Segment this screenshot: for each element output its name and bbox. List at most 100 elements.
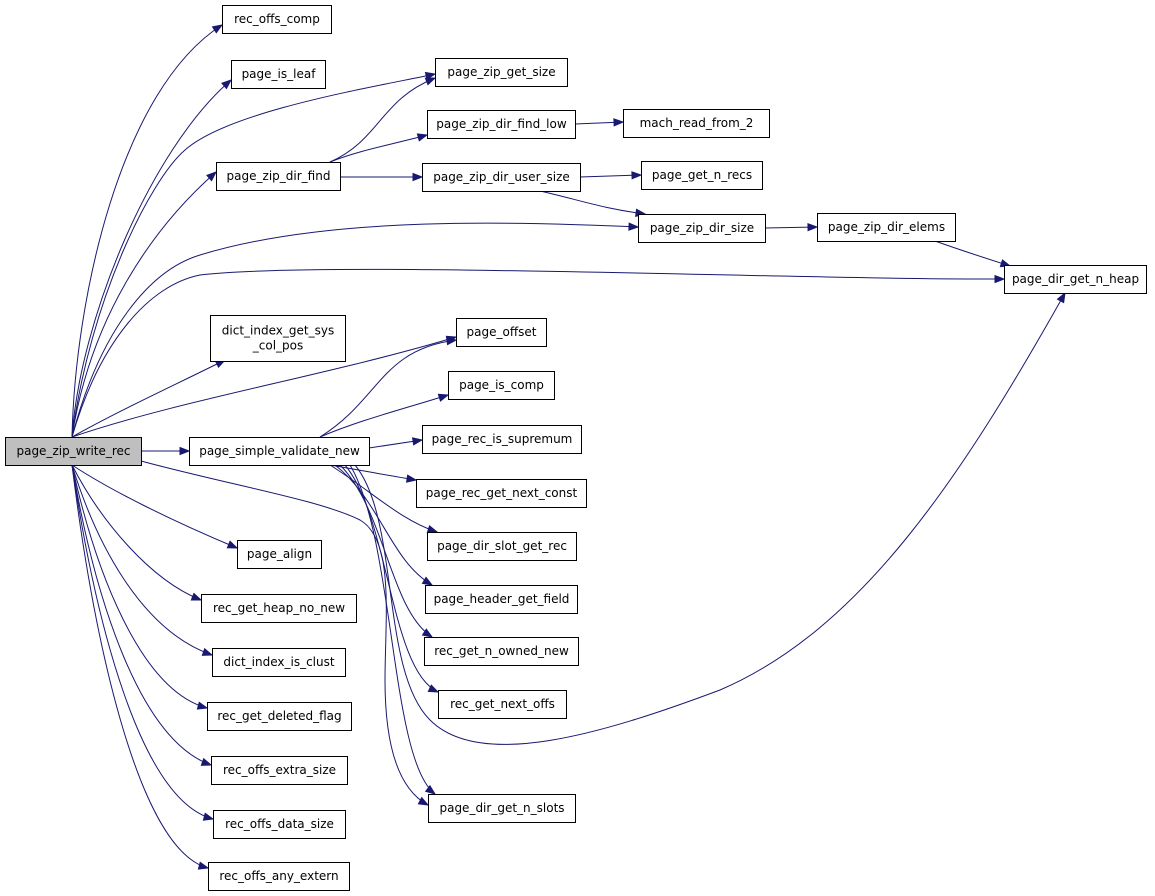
edge-root-n5 [141, 446, 191, 456]
node-label: page_zip_dir_find_low [436, 117, 567, 131]
node-label: page_rec_get_next_const [426, 486, 578, 500]
arrowhead-icon [421, 576, 434, 586]
edge-root-n16 [71, 222, 640, 438]
function-node[interactable]: page_dir_slot_get_rec [427, 532, 577, 561]
function-node[interactable]: rec_get_next_offs [438, 690, 567, 719]
arrowhead-icon [179, 446, 191, 456]
function-node[interactable]: page_header_get_field [425, 585, 578, 614]
edge-root-n3 [71, 171, 218, 438]
node-label: page_rec_is_supremum [432, 432, 573, 446]
edge-n5-n22 [334, 464, 434, 586]
edge-root-n4 [71, 359, 227, 438]
arrowhead-icon [201, 647, 214, 656]
arrowhead-icon [424, 77, 437, 86]
edge-n15-n27 [579, 171, 643, 180]
node-label: page_is_comp [459, 378, 544, 392]
function-node[interactable]: page_dir_get_n_slots [428, 794, 576, 823]
arrowhead-icon [197, 861, 210, 870]
function-node[interactable]: rec_offs_extra_size [211, 756, 348, 785]
node-label: rec_offs_any_extern [219, 869, 338, 883]
function-node[interactable]: rec_get_deleted_flag [207, 702, 352, 731]
edge-root-n9 [71, 464, 209, 710]
nodes-layer: page_zip_write_rec rec_offs_comp page_is_l… [5, 5, 1147, 891]
node-label: dict_index_get_sys [222, 324, 334, 338]
arrowhead-icon [411, 437, 424, 446]
function-node[interactable]: rec_offs_any_extern [208, 862, 350, 891]
arrowhead-icon [421, 628, 434, 638]
edge-n5-n20 [329, 464, 418, 483]
arrowhead-icon [446, 337, 458, 346]
node-label: rec_offs_extra_size [223, 763, 336, 777]
function-node[interactable]: mach_read_from_2 [623, 109, 770, 138]
function-node[interactable]: dict_index_is_clust [212, 648, 346, 677]
edge-root-n8 [71, 464, 214, 656]
edge-n14-n26 [574, 118, 625, 127]
function-node[interactable]: rec_get_n_owned_new [424, 637, 579, 666]
arrowhead-icon [196, 701, 209, 710]
node-label: page_zip_write_rec [16, 444, 130, 458]
node-label: rec_offs_data_size [225, 817, 334, 831]
function-node[interactable]: page_is_comp [448, 371, 555, 400]
node-label: page_zip_dir_elems [828, 220, 945, 234]
edge-root-n1 [71, 24, 224, 438]
function-node[interactable]: page_zip_dir_elems [817, 213, 956, 242]
node-label: rec_get_next_offs [450, 697, 555, 711]
node-label: page_simple_validate_new [199, 444, 360, 458]
function-node[interactable]: page_zip_dir_find [216, 162, 341, 191]
edge-root-n7 [71, 464, 203, 601]
arrowhead-icon [416, 133, 429, 142]
function-node[interactable]: page_zip_dir_size [638, 214, 766, 243]
arrowhead-icon [221, 79, 233, 90]
function-node[interactable]: page_is_leaf [231, 60, 326, 89]
function-node[interactable]: rec_offs_comp [222, 5, 332, 34]
function-node[interactable]: rec_offs_data_size [213, 810, 346, 839]
edge-n5-n18 [319, 393, 450, 438]
function-node[interactable]: page_align [237, 540, 322, 569]
function-node[interactable]: page_rec_is_supremum [422, 425, 582, 454]
function-node[interactable]: page_rec_get_next_const [416, 479, 587, 508]
edge-n3-n15 [340, 172, 424, 182]
node-label: mach_read_from_2 [640, 116, 754, 130]
edge-n28-n29 [934, 240, 1012, 268]
arrowhead-icon [412, 172, 424, 182]
node-label: page_zip_dir_size [650, 221, 754, 235]
edge-root-n29 [71, 268, 1006, 438]
function-node[interactable]: page_offset [456, 318, 547, 347]
function-node[interactable]: dict_index_get_sys_col_pos [210, 315, 346, 362]
arrowhead-icon [211, 24, 224, 34]
function-node[interactable]: page_zip_dir_find_low [427, 110, 576, 139]
arrowhead-icon [994, 274, 1006, 284]
function-node[interactable]: page_zip_dir_user_size [422, 163, 581, 192]
node-label: page_is_leaf [242, 67, 317, 81]
arrowhead-icon [200, 757, 213, 766]
function-node[interactable]: rec_get_heap_no_new [201, 594, 357, 623]
edge-root-n13 [71, 71, 437, 438]
edge-n16-n28 [764, 222, 819, 232]
edge-n5-n19 [368, 437, 424, 449]
arrowhead-icon [424, 784, 437, 795]
node-label: rec_get_heap_no_new [213, 601, 345, 615]
function-node[interactable]: page_zip_get_size [435, 58, 568, 87]
arrowhead-icon [628, 222, 640, 231]
node-label: page_get_n_recs [652, 168, 752, 182]
node-label: page_zip_dir_user_size [433, 170, 570, 184]
node-label: rec_get_deleted_flag [217, 709, 341, 723]
arrowhead-icon [405, 474, 418, 483]
root-node[interactable]: page_zip_write_rec [5, 437, 142, 466]
node-label: page_header_get_field [434, 592, 570, 606]
function-node[interactable]: page_get_n_recs [641, 161, 763, 190]
edge-n5-n25 [349, 464, 437, 795]
arrowhead-icon [202, 812, 215, 821]
arrowhead-icon [807, 222, 819, 232]
arrowhead-icon [226, 540, 239, 549]
edges-layer [71, 24, 1066, 870]
edge-root-n12 [71, 464, 210, 870]
arrowhead-icon [631, 171, 643, 180]
function-node[interactable]: page_dir_get_n_heap [1004, 265, 1147, 294]
edge-root-n11 [71, 464, 215, 821]
arrowhead-icon [206, 171, 218, 182]
edge-n5-n29 [354, 291, 1066, 745]
node-label: _col_pos [252, 339, 303, 353]
function-node[interactable]: page_simple_validate_new [189, 437, 370, 466]
